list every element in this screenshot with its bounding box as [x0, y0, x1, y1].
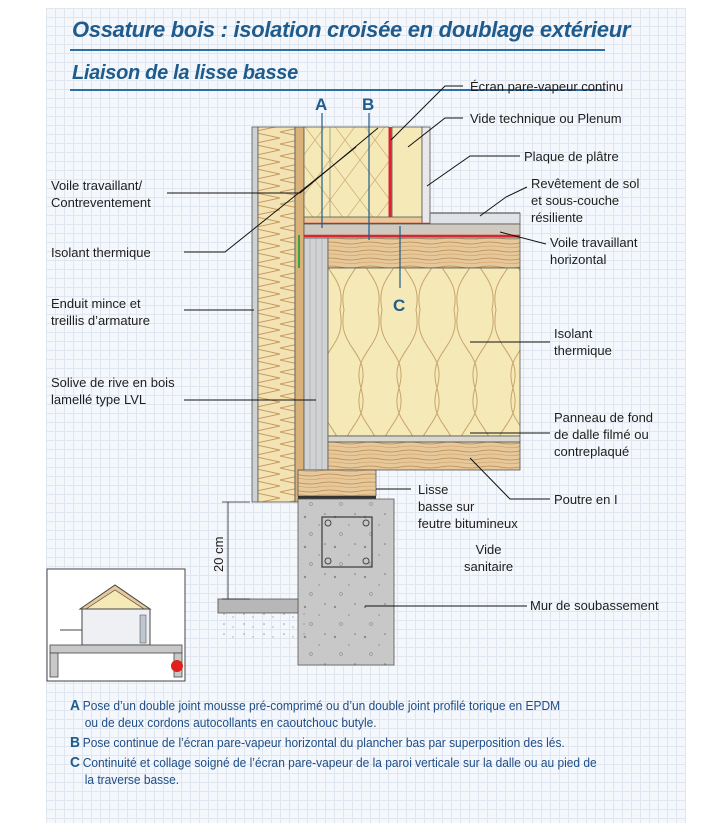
detail-location-dot [171, 660, 183, 672]
exterior-insulation [257, 126, 296, 503]
sole-plate [297, 469, 377, 497]
reinforcement-cage [321, 516, 373, 568]
ground-gravel [218, 613, 308, 643]
foundation-wall [297, 498, 395, 666]
render-coat [251, 126, 259, 503]
note-a-line1: Pose d’un double joint mousse pré-compri… [82, 698, 561, 713]
subtitle: Liaison de la lisse basse [72, 62, 298, 84]
label-vide-sanitaire: Vide sanitaire [464, 542, 514, 574]
marker-a: A [315, 95, 328, 114]
house-thumbnail [46, 568, 186, 682]
note-a-line2: ou de deux cordons autocollants en caout… [84, 715, 377, 730]
bitumen-felt [298, 496, 376, 499]
label-revetement: Revêtement de sol et sous-couche résilie… [531, 176, 640, 225]
wall-insulation [303, 126, 390, 225]
i-joist-bottom-flange [327, 441, 521, 471]
floor-insulation [327, 267, 521, 437]
label-vide-technique: Vide technique ou Plenum [470, 111, 622, 126]
note-c-letter: C [70, 754, 80, 771]
note-b-letter: B [70, 734, 80, 751]
floor-finish [429, 212, 521, 225]
note-a-letter: A [70, 697, 80, 714]
label-panneau: Panneau de fond de dalle filmé ou contre… [554, 410, 654, 459]
service-cavity [391, 126, 423, 225]
bottom-panel [327, 435, 521, 443]
label-mur: Mur de soubassement [530, 598, 659, 613]
plasterboard [421, 126, 431, 225]
title-underline [70, 49, 605, 51]
subtitle-underline [70, 89, 605, 91]
marker-b: B [362, 95, 375, 114]
note-c-line1: Continuité et collage soigné de l’écran … [82, 755, 597, 770]
ground-slab [217, 598, 299, 614]
label-enduit: Enduit mince et treillis d’armature [51, 296, 150, 328]
leader-lines [167, 85, 550, 607]
i-joist-top-flange [327, 237, 521, 269]
label-solive: Solive de rive en bois lamellé type LVL [51, 375, 175, 407]
label-voile-horizontal: Voile travaillant horizontal [550, 235, 638, 267]
horizontal-deck [303, 223, 521, 237]
label-isolant-thermique-left: Isolant thermique [51, 245, 151, 260]
label-lisse: Lisse basse sur feutre bitumineux [418, 482, 518, 531]
label-ecran: Écran pare-vapeur continu [470, 79, 624, 94]
main-title: Ossature bois : isolation croisée en dou… [72, 17, 631, 42]
dimension-20cm: 20 cm [211, 536, 226, 572]
note-b-line1: Pose continue de l’écran pare-vapeur hor… [82, 735, 565, 750]
marker-c: C [393, 296, 406, 315]
note-c-line2: la traverse basse. [84, 772, 180, 787]
label-poutre: Poutre en I [554, 492, 618, 507]
label-voile-travaillant: Voile travaillant/ Contreventement [51, 178, 151, 210]
label-isolant-thermique-right: Isolant thermique [554, 326, 612, 358]
label-plaque: Plaque de plâtre [524, 149, 619, 164]
racking-board [294, 126, 305, 503]
